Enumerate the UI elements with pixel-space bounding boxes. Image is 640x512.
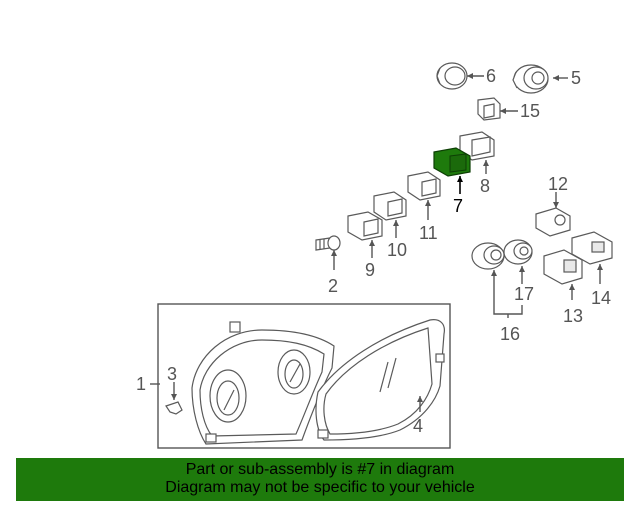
part-15-switch-icon: 15	[477, 97, 540, 121]
part-13-switch-icon: 13	[543, 249, 583, 326]
callout-5: 5	[571, 68, 581, 88]
leaders-16-17: 17 16	[491, 266, 534, 344]
part-8-switch-icon: 8	[459, 131, 495, 196]
part-17-socket-icon	[503, 239, 533, 265]
part-10-switch-icon: 10	[373, 191, 407, 260]
callout-1: 1	[136, 374, 146, 394]
callout-7: 7	[453, 196, 463, 216]
cluster-frame	[157, 303, 451, 449]
leader-1: 1	[136, 374, 160, 394]
callout-11: 11	[419, 223, 438, 243]
part-16-socket-icon	[471, 242, 505, 270]
part-4-lens-icon: 4	[315, 319, 445, 441]
info-banner: Part or sub-assembly is #7 in diagram Di…	[16, 458, 624, 501]
callout-2: 2	[328, 276, 338, 296]
part-9-switch-icon: 9	[347, 211, 383, 280]
part-2-screw-icon: 2	[315, 235, 341, 296]
callout-8: 8	[480, 176, 490, 196]
part-3-clip-icon: 3	[165, 364, 183, 415]
callout-17: 17	[514, 284, 534, 304]
part-6-knob-icon: 6	[436, 62, 496, 90]
part-7-switch-icon: 7	[433, 147, 471, 216]
part-12-switch-icon: 12	[535, 174, 571, 237]
part-5-knob-icon: 5	[512, 64, 581, 94]
callout-4: 4	[413, 416, 423, 436]
callout-6: 6	[486, 66, 496, 86]
callout-13: 13	[563, 306, 583, 326]
callout-12: 12	[548, 174, 568, 194]
part-1-cluster-icon	[191, 321, 335, 445]
banner-line-1: Part or sub-assembly is #7 in diagram	[185, 461, 455, 478]
callout-16: 16	[500, 324, 520, 344]
banner-line-2: Diagram may not be specific to your vehi…	[165, 479, 475, 496]
callout-9: 9	[365, 260, 375, 280]
part-11-switch-icon: 11	[407, 171, 441, 243]
callout-14: 14	[591, 288, 611, 308]
callout-3: 3	[167, 364, 177, 384]
callout-10: 10	[387, 240, 407, 260]
callout-15: 15	[520, 101, 540, 121]
